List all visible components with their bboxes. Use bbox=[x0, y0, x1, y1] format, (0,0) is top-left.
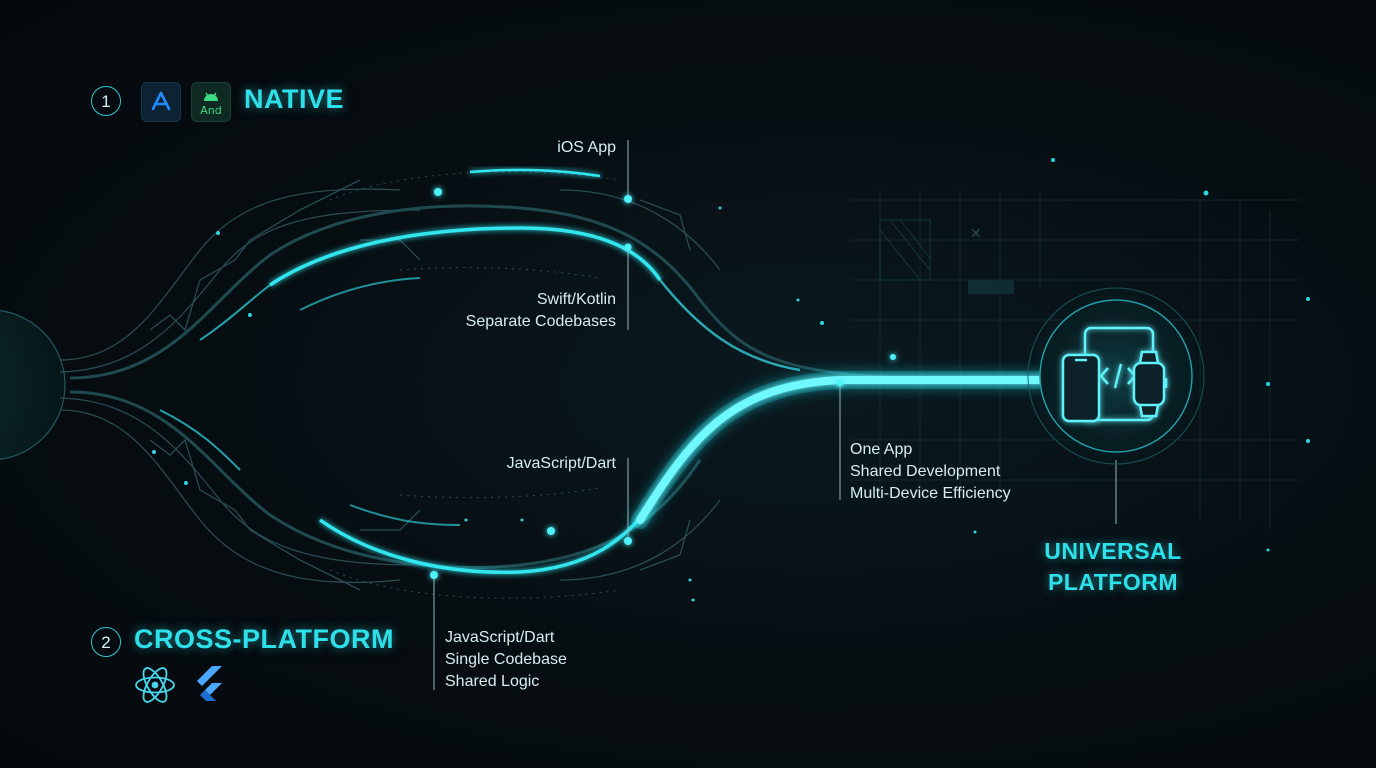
shared-development-label: Shared Development bbox=[850, 463, 1001, 480]
android-glyph: And bbox=[200, 92, 222, 117]
native-number: 1 bbox=[91, 86, 121, 116]
svg-text:✕: ✕ bbox=[970, 226, 982, 242]
android-badge-text: And bbox=[200, 104, 221, 117]
separate-codebases-label: Separate Codebases bbox=[465, 313, 616, 330]
universal-title-line1: UNIVERSAL bbox=[1044, 538, 1182, 564]
native-title: NATIVE bbox=[244, 84, 345, 114]
app-store-icon bbox=[141, 82, 181, 122]
react-glyph bbox=[135, 667, 175, 703]
cross-platform-path bbox=[69, 390, 702, 575]
cross-platform-title: CROSS-PLATFORM bbox=[134, 624, 394, 654]
shared-logic-label: Shared Logic bbox=[445, 673, 540, 690]
app-store-glyph bbox=[151, 91, 171, 111]
phone-icon bbox=[1061, 353, 1101, 423]
particles bbox=[152, 158, 1310, 602]
tech-wire-lines bbox=[59, 179, 721, 591]
one-app-label: One App bbox=[850, 441, 913, 458]
source-orb bbox=[0, 310, 66, 460]
universal-title-line2: PLATFORM bbox=[1047, 569, 1179, 595]
flutter-glyph bbox=[197, 666, 222, 701]
universal-pipe bbox=[631, 368, 1049, 529]
multi-device-label: Multi-Device Efficiency bbox=[850, 485, 1011, 502]
ios-app-label: iOS App bbox=[557, 139, 616, 156]
swift-kotlin-label: Swift/Kotlin bbox=[536, 291, 616, 308]
tech-dotted-arcs bbox=[329, 171, 621, 599]
flutter-icon bbox=[192, 664, 228, 704]
cross-platform-number: 2 bbox=[91, 627, 121, 657]
react-icon bbox=[133, 663, 177, 707]
watch-icon bbox=[1132, 350, 1168, 418]
node-dots bbox=[430, 188, 896, 579]
grid-decoration: ✕ bbox=[879, 219, 1014, 294]
js-dart-bottom-label: JavaScript/Dart bbox=[445, 629, 555, 646]
native-path bbox=[69, 168, 901, 380]
android-icon: And bbox=[191, 82, 231, 122]
leader-lines bbox=[433, 140, 1117, 690]
js-dart-mid-label: JavaScript/Dart bbox=[506, 455, 616, 472]
single-codebase-label: Single Codebase bbox=[445, 651, 567, 668]
universal-hub bbox=[1027, 287, 1205, 465]
